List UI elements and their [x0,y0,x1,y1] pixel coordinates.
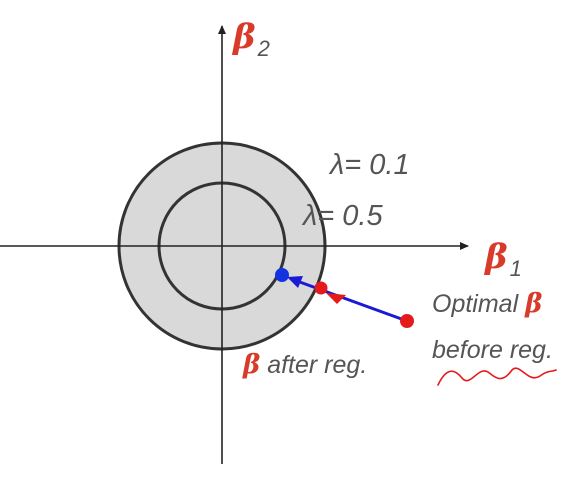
lambda-outer-label: λ= 0.1 [328,149,410,181]
y-axis-beta-symbol: β [231,17,256,57]
x-axis-label: β1 [483,237,522,281]
optimal-point-dot-icon [400,314,414,328]
outer-contour-point-dot-icon [314,281,328,295]
wavy-underline-squiggle-icon [437,367,557,386]
svg-text:β1: β1 [483,237,522,281]
lambda-inner-label: λ= 0.5 [301,200,383,232]
before-reg-text: before reg. [432,336,553,364]
svg-text:β after reg.: β after reg. [242,350,367,380]
svg-text:Optimal β: Optimal β [432,289,542,319]
shift-arrow-icon [296,279,408,323]
svg-text:β2: β2 [231,17,270,61]
outer-contour-arrow-icon [326,293,346,304]
optimal-text: Optimal [432,290,525,318]
y-axis-label: β2 [231,17,270,61]
optimal-before-reg-label: Optimal β before reg. [432,289,553,364]
after-reg-text: after reg. [260,351,367,379]
after-reg-label: β after reg. [242,350,367,380]
regularized-point-dot-icon [275,268,289,282]
shift-arrow-head-icon [287,276,303,288]
optimal-beta-symbol: β [524,289,542,319]
after-reg-beta-symbol: β [242,350,260,380]
y-axis-subscript: 2 [257,36,270,61]
x-axis-subscript: 1 [510,256,522,281]
x-axis-beta-symbol: β [483,237,508,277]
